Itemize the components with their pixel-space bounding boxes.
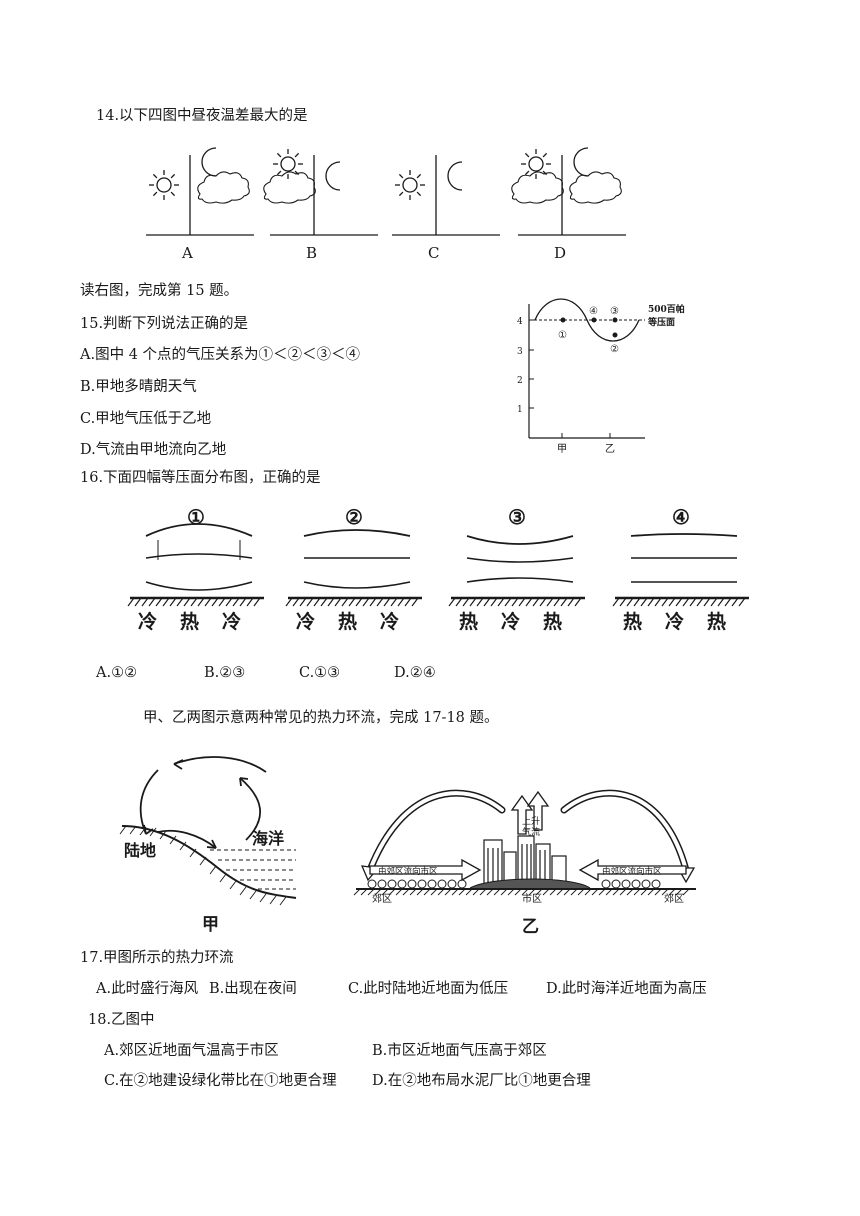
jia-land-label: 陆地 (124, 841, 156, 860)
q16-ground-label: 冷 (138, 610, 157, 633)
q15-point-4 (591, 317, 597, 323)
jia-arrow-right (239, 777, 261, 841)
q18-option-b: B.市区近地面气压高于郊区 (372, 1043, 547, 1059)
yi-city-label: 市区 (522, 892, 542, 905)
q16-panel-number: ③ (508, 505, 526, 529)
q16-panel-number: ④ (672, 505, 690, 529)
yi-left-flow-label: 由郊区流向市区 (378, 866, 438, 877)
q16-option-d: D.②④ (394, 665, 436, 681)
q16-option-b: B.②③ (204, 665, 246, 681)
q17-option-b: B.出现在夜间 (209, 981, 297, 997)
q15-xlabel-jia: 甲 (557, 444, 567, 455)
jia-arrow-left (139, 769, 159, 835)
q18-option-a: A.郊区近地面气温高于市区 (104, 1043, 279, 1059)
q15-intro: 读右图，完成第 15 题。 (80, 283, 239, 299)
q16-ground-label: 冷 (665, 610, 684, 633)
q18-option-c: C.在②地建设绿化带比在①地更合理 (104, 1073, 337, 1089)
jia-arrow-bottom (157, 829, 217, 849)
q15-isobaric-surface (534, 298, 640, 342)
q14-panel-label-d: D (554, 244, 566, 262)
q16-panel-number: ① (187, 505, 205, 529)
q15-label-1: ① (558, 330, 567, 341)
q16-ground-label: 热 (338, 610, 357, 633)
yi-rise-label-2: 气流 (522, 826, 540, 838)
q16-ground-label: 热 (543, 610, 562, 633)
q17-intro: 甲、乙两图示意两种常见的热力环流，完成 17-18 题。 (143, 710, 499, 726)
q16-option-c: C.①③ (299, 665, 341, 681)
yi-city-smog (469, 878, 591, 889)
q15-option-c: C.甲地气压低于乙地 (80, 411, 212, 427)
yi-right-flow-label: 由郊区流向市区 (602, 866, 662, 877)
yi-flow-arrow-right (578, 858, 687, 882)
q16-ground-label: 冷 (380, 610, 399, 633)
q15-xlabel-yi: 乙 (605, 443, 615, 455)
q16-option-a: A.①② (96, 665, 138, 681)
q14-panel-c: C (392, 155, 500, 262)
q16-ground-label: 冷 (222, 610, 241, 633)
q16-panel-2: ② 冷热冷 (285, 505, 422, 633)
q16-panel-1: ① 冷热冷 (127, 505, 264, 633)
q16-ground-label: 冷 (501, 610, 520, 633)
q16-panel-4: ④ 热冷热 (612, 505, 749, 633)
jia-sea-label: 海洋 (252, 829, 284, 848)
q16-ground-label: 热 (180, 610, 199, 633)
q18-option-d: D.在②地布局水泥厂比①地更合理 (372, 1073, 591, 1089)
q17-option-a: A.此时盛行海风 (96, 981, 199, 997)
yi-caption: 乙 (522, 917, 539, 937)
q16-stem: 16.下面四幅等压面分布图，正确的是 (80, 470, 321, 486)
yi-suburb-right: 郊区 (664, 892, 684, 905)
q14-panel-b: B (263, 149, 378, 262)
q15-option-a: A.图中 4 个点的气压关系为①＜②＜③＜④ (80, 347, 361, 363)
q14-panel-a: A (146, 147, 254, 262)
q15-surface-label-1: 500百帕 (648, 303, 685, 315)
q15-isobar-chart: 4 3 2 1 甲 乙 ① ② ③ ④ 500百帕 等压面 (517, 298, 685, 455)
q15-label-2: ② (610, 344, 619, 355)
yi-rising-arrows (510, 790, 550, 835)
q15-ytick-3: 3 (517, 347, 523, 357)
q16-ground-label: 热 (459, 610, 478, 633)
q15-option-b: B.甲地多晴朗天气 (80, 379, 197, 395)
q15-ytick-1: 1 (517, 405, 523, 415)
q16-ground-label: 冷 (296, 610, 315, 633)
fig-jia-land-sea-circulation: 陆地 海洋 甲 (119, 756, 297, 935)
q16-ground-label: 热 (707, 610, 726, 633)
q15-label-4: ④ (589, 306, 598, 317)
q15-label-3: ③ (610, 306, 619, 317)
q16-ground-label: 热 (623, 610, 642, 633)
q15-ytick-2: 2 (517, 376, 523, 386)
q14-panel-d: D (511, 147, 626, 262)
q17-stem: 17.甲图所示的热力环流 (80, 950, 234, 966)
yi-flow-arrow-left (369, 858, 482, 882)
q14-panel-label-a: A (181, 244, 193, 262)
q15-point-3 (612, 317, 618, 323)
yi-suburb-left: 郊区 (372, 892, 392, 905)
q15-ytick-4: 4 (517, 317, 523, 327)
jia-sea-water (210, 849, 296, 890)
q15-surface-label-2: 等压面 (647, 316, 675, 328)
q18-stem: 18.乙图中 (88, 1012, 155, 1028)
q16-panel-number: ② (345, 505, 363, 529)
q15-option-d: D.气流由甲地流向乙地 (80, 442, 227, 458)
q15-stem: 15.判断下列说法正确的是 (80, 316, 249, 332)
jia-arrow-top (173, 756, 267, 773)
q14-panel-label-b: B (306, 244, 317, 262)
q15-point-1 (560, 317, 566, 323)
q17-option-d: D.此时海洋近地面为高压 (546, 981, 707, 997)
jia-coastline (121, 825, 297, 899)
jia-caption: 甲 (202, 915, 219, 935)
q15-point-2 (612, 332, 618, 338)
yi-rise-label-1: 上升 (522, 816, 540, 827)
yi-city-buildings (483, 835, 567, 887)
fig-yi-urban-heat-island: 上升 气流 由郊区流向市区 由郊区流向市区 郊区 市区 郊区 乙 (353, 789, 696, 937)
q17-option-c: C.此时陆地近地面为低压 (348, 981, 509, 997)
q14-stem: 14.以下四图中昼夜温差最大的是 (96, 108, 308, 124)
q16-panel-3: ③ 热冷热 (448, 505, 585, 633)
q14-panel-label-c: C (428, 244, 439, 262)
yi-arc-right (560, 789, 690, 874)
